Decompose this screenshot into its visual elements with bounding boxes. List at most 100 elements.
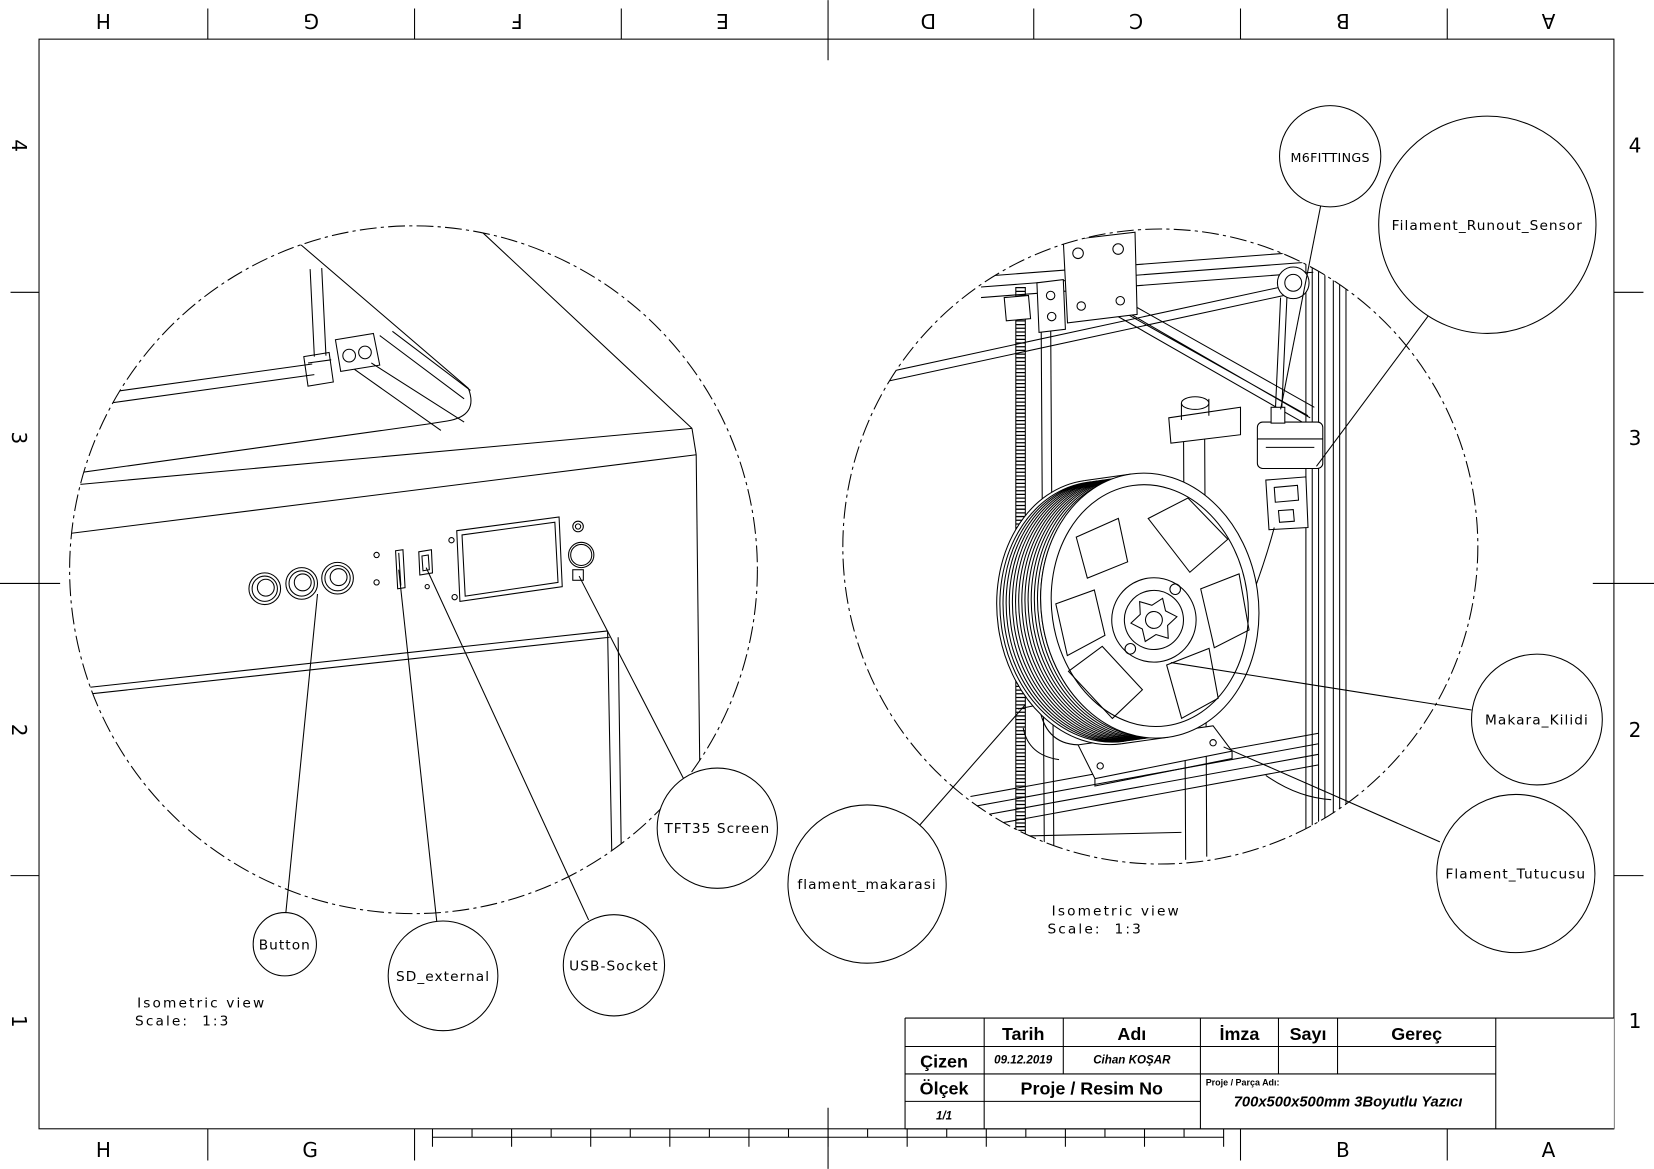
- filament-tube: [1274, 297, 1288, 412]
- part-name-label: Proje / Parça Adı:: [1206, 1077, 1280, 1087]
- spool-hub-star: [1130, 597, 1178, 643]
- control-panel: [248, 516, 595, 606]
- rod-clamp-bore: [1180, 396, 1210, 410]
- plate-hole: [1096, 762, 1104, 770]
- zone-label-top: E: [716, 9, 729, 33]
- callout-flament-tutucusu: Flament_Tutucusu: [1223, 746, 1596, 954]
- side-plate: [1036, 279, 1066, 333]
- plate-hole: [1045, 290, 1056, 301]
- tft-screen-display: [461, 521, 559, 597]
- callout-label: Makara_Kilidi: [1485, 713, 1589, 729]
- view-scale: Scale: 1:3: [135, 1013, 230, 1029]
- right-vertical-extrusion: [1305, 244, 1347, 844]
- tft-screen-bezel: [456, 516, 563, 602]
- callout-bubble: [252, 912, 317, 977]
- filament-guide-bore: [1284, 273, 1303, 292]
- callout-usb-socket: USB-Socket: [425, 567, 666, 1017]
- callout-flament-makarasi: flament_makarasi: [787, 704, 1026, 964]
- project-number-label: Proje / Resim No: [1021, 1079, 1163, 1099]
- zone-label-bottom: A: [1542, 1138, 1556, 1162]
- callout-label: Button: [259, 937, 311, 953]
- callout-bubble: [387, 920, 499, 1032]
- spool-window: [1075, 517, 1129, 579]
- plate-hole: [1076, 301, 1086, 311]
- top-corner-plate: [1062, 231, 1138, 324]
- zone-label-left: 1: [7, 1015, 31, 1028]
- button-rim: [285, 567, 319, 600]
- zone-label-top: G: [303, 9, 319, 33]
- runout-sensor-detail: [1257, 438, 1323, 448]
- button-cap: [256, 578, 275, 597]
- scale-value: 1/1: [936, 1110, 952, 1123]
- scale-label: Ölçek: [920, 1079, 969, 1099]
- spool-window: [1147, 497, 1229, 574]
- zone-label-right: 2: [1629, 718, 1642, 742]
- right-view-geometry: [885, 231, 1347, 860]
- leader-line: [919, 704, 1026, 826]
- plate-hole: [1046, 311, 1057, 322]
- callout-bubble: [1436, 793, 1596, 954]
- title-block: Tarih Adı İmza Sayı Gereç Çizen 09.12.20…: [904, 1017, 1614, 1130]
- button-cap: [329, 568, 348, 587]
- header-material: Gereç: [1391, 1024, 1442, 1044]
- sd-card-slot: [395, 549, 406, 590]
- zone-label-left: 4: [7, 139, 31, 152]
- plate-hole: [1072, 247, 1084, 260]
- button-cap: [293, 573, 312, 592]
- diagonal-extrusion: [1086, 284, 1315, 425]
- zone-label-top: A: [1541, 9, 1555, 33]
- zone-label-left: 2: [7, 724, 31, 737]
- left-view-geometry: [69, 229, 701, 855]
- callout-label: TFT35 Screen: [663, 821, 770, 837]
- leader-line: [578, 575, 685, 779]
- spool-window: [1166, 647, 1219, 720]
- drawn-by-label: Çizen: [920, 1051, 968, 1071]
- spool-holder-plate-edge: [1094, 751, 1233, 787]
- zone-label-top: F: [511, 9, 523, 33]
- zone-label-right: 4: [1629, 134, 1642, 158]
- indicator-led: [572, 520, 584, 533]
- callout-bubble: [1378, 115, 1597, 334]
- mounting-hole: [451, 593, 458, 601]
- front-panel-bottom-edge: [84, 630, 622, 855]
- spool-window: [1200, 573, 1250, 649]
- zone-label-bottom: G: [302, 1138, 318, 1162]
- knob-base: [572, 569, 584, 581]
- right-isometric-view: M6FITTINGS Filament_Runout_Sensor Makara…: [787, 105, 1603, 964]
- leader-line: [1280, 205, 1322, 410]
- header-signature: İmza: [1220, 1024, 1261, 1044]
- plate-hole: [1209, 739, 1217, 747]
- zone-label-top: C: [1129, 9, 1143, 33]
- leader-line: [425, 567, 590, 921]
- mounting-hole: [424, 583, 430, 590]
- leader-line: [1316, 314, 1430, 467]
- spool-window: [1055, 589, 1106, 657]
- spool-axle-hole: [1144, 610, 1163, 629]
- callout-sd-external: SD_external: [387, 569, 499, 1032]
- zone-label-top: D: [921, 9, 936, 33]
- vertical-bar: [309, 268, 327, 357]
- panel-button: [285, 567, 319, 600]
- zone-label-right: 1: [1629, 1009, 1642, 1033]
- scale-ruler: [431, 1128, 1225, 1147]
- spool-hub-ring: [1123, 589, 1184, 650]
- zone-ticks: [10, 8, 1644, 1161]
- callout-bubble: [562, 914, 666, 1017]
- zone-label-bottom: H: [96, 1138, 111, 1162]
- view-caption: Isometric view: [1052, 904, 1181, 920]
- carriage-bearing: [358, 345, 372, 360]
- smooth-rod: [100, 363, 315, 405]
- callout-label: M6FITTINGS: [1290, 150, 1369, 165]
- indicator-led-lens: [574, 523, 582, 530]
- header-name: Adı: [1117, 1024, 1146, 1044]
- callout-label: Filament_Runout_Sensor: [1392, 218, 1583, 234]
- button-bezel: [251, 575, 278, 602]
- callout-label: USB-Socket: [569, 958, 659, 974]
- usb-socket: [418, 549, 434, 576]
- carriage-bearing: [342, 348, 357, 363]
- callout-label: SD_external: [396, 969, 490, 985]
- enclosure-top-edges: [69, 229, 701, 823]
- left-isometric-view: Button SD_external USB-Socket TFT35 Scre…: [69, 225, 778, 1032]
